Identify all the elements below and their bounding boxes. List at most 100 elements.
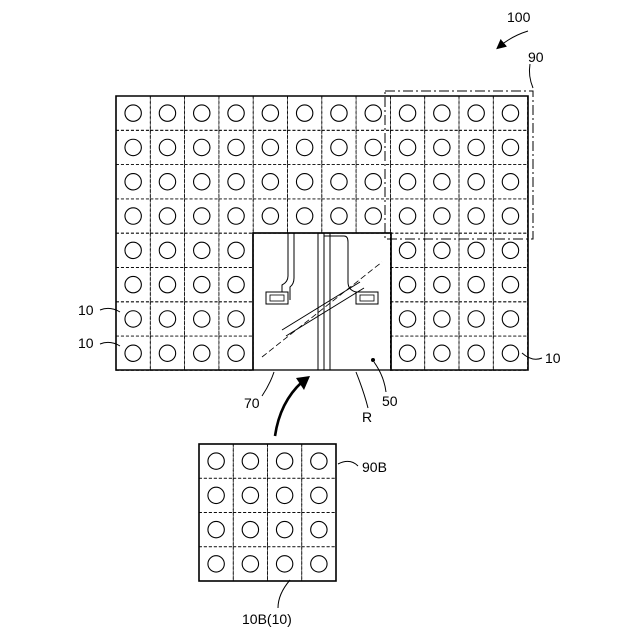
lens-circle: [468, 208, 484, 224]
label-tile-right: 10: [545, 350, 561, 366]
lens-circle: [434, 276, 450, 292]
panel-tile: [459, 302, 493, 336]
lens-circle: [468, 276, 484, 292]
lens-circle: [159, 208, 175, 224]
label-region: R: [362, 409, 372, 425]
lens-circle: [434, 345, 450, 361]
lens-circle: [228, 276, 244, 292]
lens-circle: [228, 208, 244, 224]
lens-circle: [228, 242, 244, 258]
label-tile-left-lower: 10: [78, 335, 94, 351]
lens-circle: [262, 139, 278, 155]
panel-tile: [288, 165, 322, 199]
panel-tile: [116, 130, 150, 164]
panel-tile: [150, 302, 184, 336]
lens-circle: [228, 105, 244, 121]
lens-circle: [208, 556, 224, 572]
panel-tile: [185, 199, 219, 233]
label-module-tile: 10B(10): [242, 611, 292, 627]
panel-tile: [390, 336, 424, 370]
lens-circle: [296, 105, 312, 121]
panel-tile: [150, 130, 184, 164]
lens-circle: [468, 311, 484, 327]
panel-tile: [288, 96, 322, 130]
panel-tile: [116, 302, 150, 336]
panel-tile: [425, 165, 459, 199]
lens-circle: [434, 208, 450, 224]
leader-region: [356, 372, 368, 408]
panel-tile: [425, 336, 459, 370]
panel-tile: [150, 199, 184, 233]
module-tile: [199, 547, 233, 581]
panel-tile: [185, 268, 219, 302]
lens-circle: [228, 139, 244, 155]
panel-tile: [425, 302, 459, 336]
lens-circle: [365, 139, 381, 155]
panel-tile: [185, 165, 219, 199]
lens-circle: [125, 345, 141, 361]
lens-circle: [468, 174, 484, 190]
board-marker-dot: [371, 358, 375, 362]
label-opening: 70: [244, 395, 260, 411]
panel-tile: [425, 130, 459, 164]
lens-circle: [208, 453, 224, 469]
lens-circle: [194, 174, 210, 190]
lens-circle: [468, 139, 484, 155]
panel-tile: [150, 268, 184, 302]
panel-tile: [253, 96, 287, 130]
panel-tile: [390, 268, 424, 302]
lens-circle: [502, 105, 518, 121]
lens-circle: [434, 105, 450, 121]
panel-tile: [150, 96, 184, 130]
lens-circle: [159, 139, 175, 155]
opening-region: [253, 233, 391, 370]
module-tile: [199, 444, 233, 478]
panel-tile: [288, 130, 322, 164]
lens-circle: [276, 453, 292, 469]
panel-tile: [493, 199, 527, 233]
panel-tile: [185, 302, 219, 336]
panel-tile: [459, 268, 493, 302]
lens-circle: [159, 311, 175, 327]
panel-tile: [219, 199, 253, 233]
panel-tile: [425, 96, 459, 130]
panel-tile: [493, 96, 527, 130]
panel-tile: [219, 130, 253, 164]
lens-circle: [159, 242, 175, 258]
lens-circle: [365, 174, 381, 190]
panel-tile: [116, 268, 150, 302]
lens-circle: [262, 105, 278, 121]
panel-tile: [459, 336, 493, 370]
lens-circle: [262, 174, 278, 190]
lens-circle: [434, 311, 450, 327]
panel-tile: [390, 199, 424, 233]
lens-circle: [331, 139, 347, 155]
panel-tile: [322, 96, 356, 130]
lens-circle: [208, 487, 224, 503]
lens-circle: [502, 174, 518, 190]
leader-tile-left-lower: [100, 342, 120, 346]
leader-board: [374, 362, 386, 392]
lens-circle: [276, 487, 292, 503]
lens-circle: [296, 174, 312, 190]
lens-circle: [399, 345, 415, 361]
lens-circle: [434, 242, 450, 258]
lens-circle: [228, 174, 244, 190]
lens-circle: [399, 105, 415, 121]
leader-module-tile: [278, 580, 290, 608]
label-module: 90B: [362, 459, 387, 475]
lens-circle: [296, 139, 312, 155]
lens-circle: [399, 208, 415, 224]
insertion-arrow: [275, 382, 302, 436]
panel-tile: [150, 336, 184, 370]
lens-circle: [242, 521, 258, 537]
lens-circle: [194, 208, 210, 224]
panel-tile: [185, 96, 219, 130]
lens-circle: [242, 556, 258, 572]
module-tile: [302, 444, 336, 478]
panel-tile: [150, 233, 184, 267]
module-tile: [233, 478, 267, 512]
panel-tile: [150, 165, 184, 199]
lens-circle: [331, 208, 347, 224]
lens-circle: [159, 105, 175, 121]
